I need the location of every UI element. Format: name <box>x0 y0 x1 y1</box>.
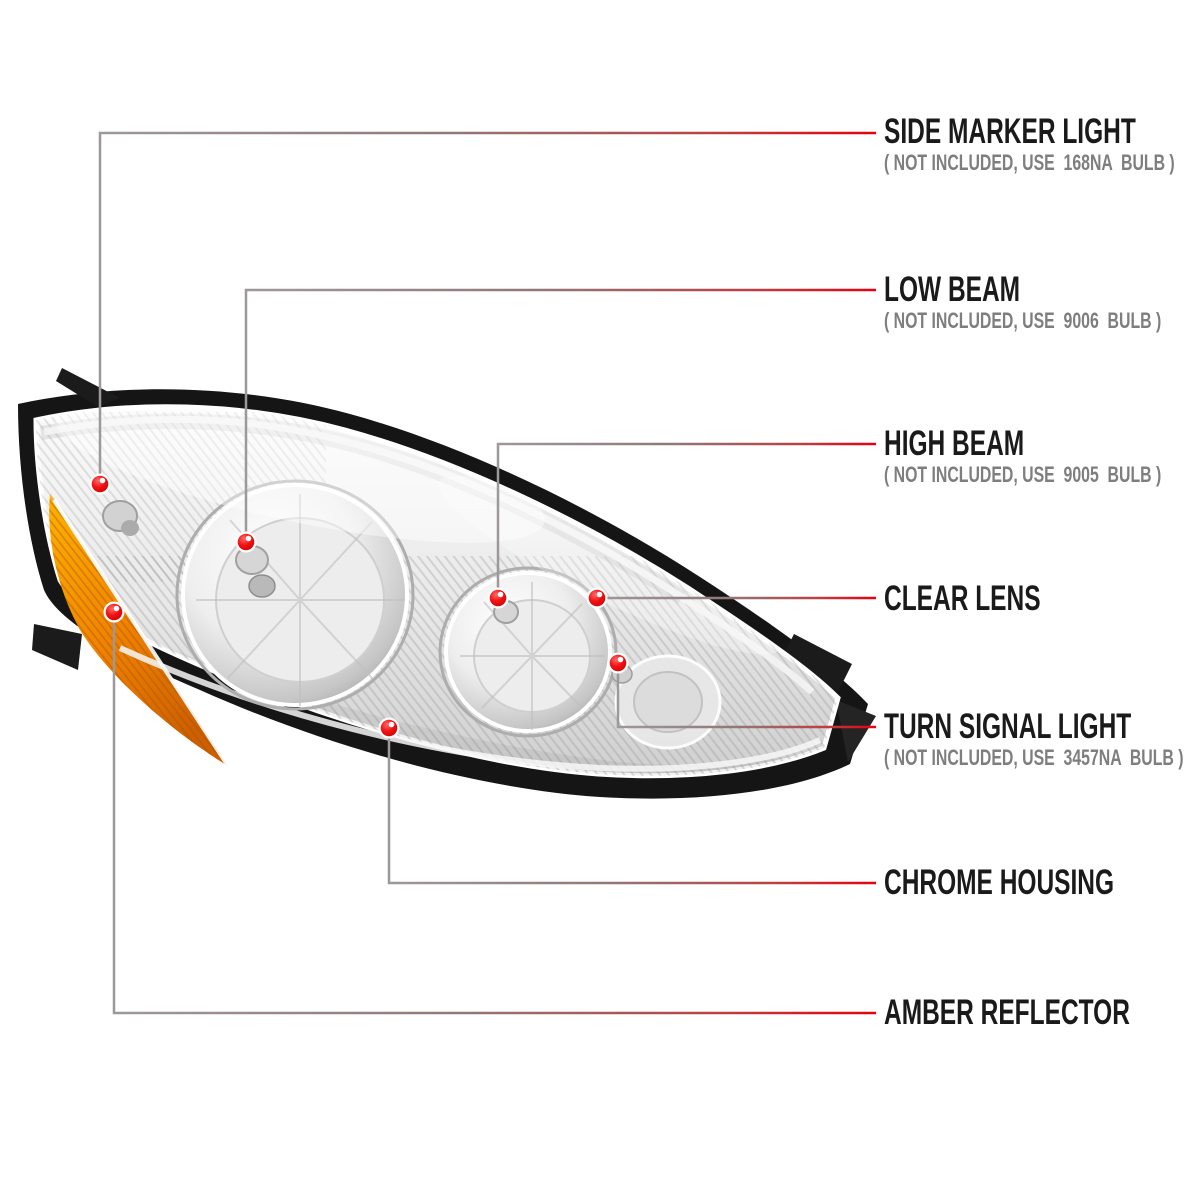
callout-subtitle: ( NOT INCLUDED, USE 168NA BULB ) <box>884 150 1175 175</box>
callout-title: TURN SIGNAL LIGHT <box>884 707 1132 746</box>
leader-low-beam <box>244 288 876 542</box>
leader-turn-signal-light <box>616 663 876 729</box>
marker-dot-chrome-housing <box>378 717 400 739</box>
callout-clear-lens: CLEAR LENS <box>884 581 1200 617</box>
callout-low-beam: LOW BEAM ( NOT INCLUDED, USE 9006 BULB ) <box>884 272 1200 333</box>
callout-title: LOW BEAM <box>884 270 1021 309</box>
callout-side-marker-light: SIDE MARKER LIGHT ( NOT INCLUDED, USE 16… <box>884 114 1200 175</box>
mount-tab-top-left <box>56 368 120 407</box>
low-beam-reflector <box>175 479 415 711</box>
mount-tab-left <box>32 624 82 670</box>
leader-high-beam <box>496 442 876 598</box>
callout-subtitle: ( NOT INCLUDED, USE 9005 BULB ) <box>884 462 1162 487</box>
callout-title: AMBER REFLECTOR <box>884 993 1130 1032</box>
marker-dot-side-marker-light <box>89 473 111 495</box>
marker-dot-clear-lens <box>586 587 608 609</box>
callout-high-beam: HIGH BEAM ( NOT INCLUDED, USE 9005 BULB … <box>884 426 1200 487</box>
callout-subtitle: ( NOT INCLUDED, USE 3457NA BULB ) <box>884 745 1184 770</box>
callout-title: CHROME HOUSING <box>884 863 1115 902</box>
callout-title: CLEAR LENS <box>884 579 1041 618</box>
marker-dot-high-beam <box>487 587 509 609</box>
callout-turn-signal-light: TURN SIGNAL LIGHT ( NOT INCLUDED, USE 34… <box>884 709 1200 770</box>
mount-tab-top-right <box>782 634 852 692</box>
leader-side-marker-light <box>98 131 876 484</box>
lens-top-shading <box>40 413 686 604</box>
callout-chrome-housing: CHROME HOUSING <box>884 865 1200 901</box>
mount-tab-tip <box>836 700 876 762</box>
side-marker-bulb <box>102 500 139 536</box>
leader-amber-reflector <box>112 612 876 1015</box>
marker-dot-low-beam <box>235 531 257 553</box>
callout-title: SIDE MARKER LIGHT <box>884 112 1136 151</box>
lens-top-highlight <box>43 416 815 695</box>
headlight-illustration <box>18 368 876 799</box>
marker-dot-amber-reflector <box>103 601 125 623</box>
leader-lines <box>98 131 876 1015</box>
callout-subtitle: ( NOT INCLUDED, USE 9006 BULB ) <box>884 308 1162 333</box>
turn-signal-area <box>611 654 722 750</box>
callout-amber-reflector: AMBER REFLECTOR <box>884 995 1200 1031</box>
amber-reflector-shape <box>49 494 230 768</box>
marker-dot-turn-signal-light <box>607 652 629 674</box>
high-beam-reflector <box>438 566 618 738</box>
marker-dots <box>89 473 629 739</box>
leader-chrome-housing <box>387 728 876 885</box>
lens-glare <box>55 406 782 655</box>
callout-title: HIGH BEAM <box>884 424 1025 463</box>
